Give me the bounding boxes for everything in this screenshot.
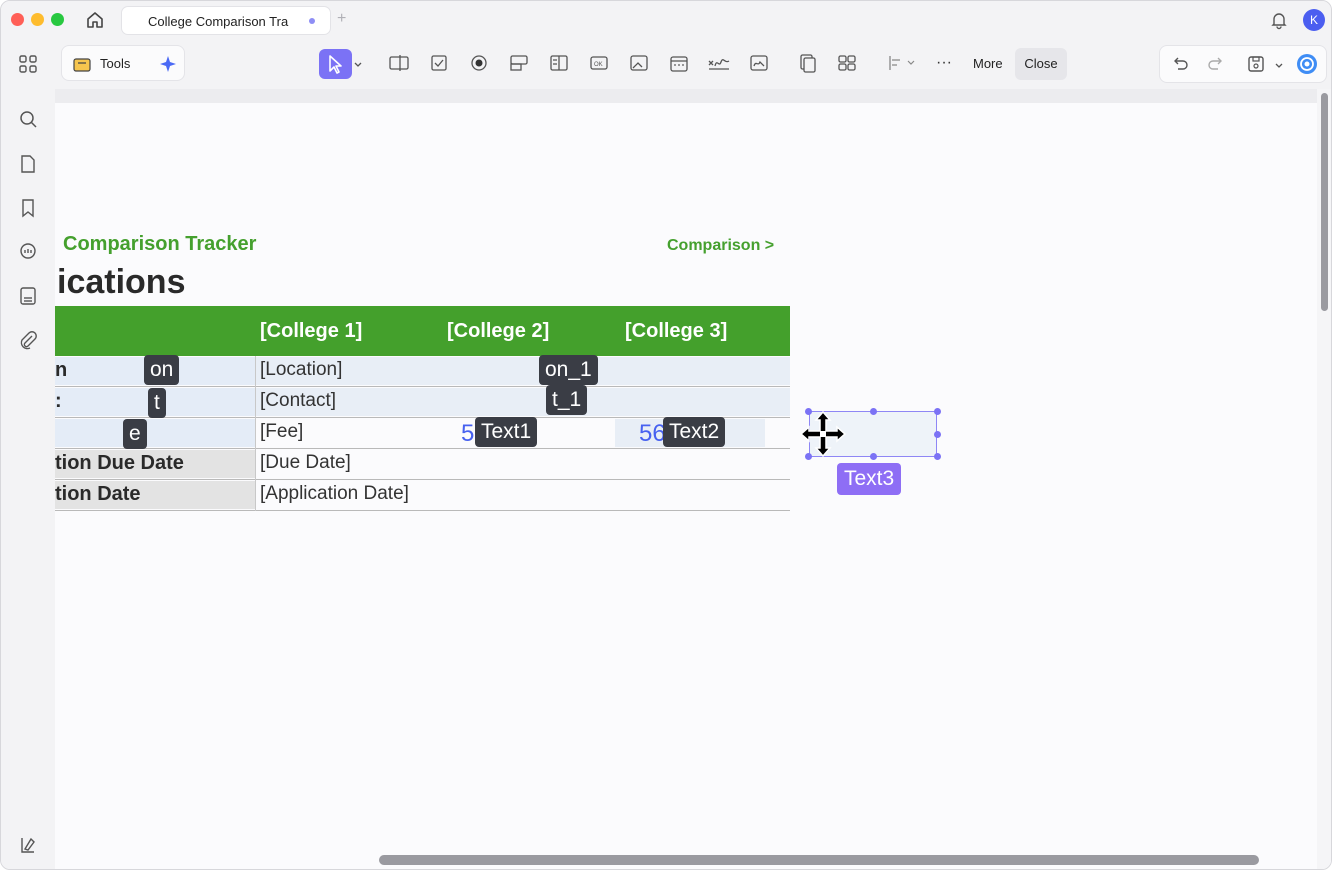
duplicate-pages-icon[interactable] <box>795 51 819 75</box>
maximize-window-button[interactable] <box>51 13 64 26</box>
signature-field-icon[interactable] <box>707 51 731 75</box>
horizontal-scroll-thumb[interactable] <box>379 855 1259 865</box>
comment-icon[interactable] <box>17 241 39 263</box>
select-dropdown-icon[interactable] <box>351 53 365 77</box>
vertical-scrollbar[interactable] <box>1317 89 1331 869</box>
form-field[interactable] <box>255 357 790 385</box>
thumbnails-icon[interactable] <box>17 53 39 75</box>
resize-handle[interactable] <box>934 431 941 438</box>
image-field-icon[interactable] <box>627 51 651 75</box>
header-college-1: [College 1] <box>260 320 363 342</box>
notification-bell-icon[interactable] <box>1269 10 1289 30</box>
cell-value: [Location] <box>260 359 343 380</box>
table-row: tion Due Date [Due Date] <box>55 449 790 480</box>
more-button[interactable]: More <box>973 56 1003 71</box>
page-icon[interactable] <box>17 153 39 175</box>
save-icon[interactable] <box>1246 54 1266 79</box>
document-title: Comparison Tracker <box>63 233 257 255</box>
document-canvas[interactable]: Comparison Tracker Comparison > ications… <box>55 89 1331 869</box>
cell-value: [Application Date] <box>260 483 409 504</box>
minimize-window-button[interactable] <box>31 13 44 26</box>
row-label: : <box>55 390 62 412</box>
unsaved-dot-icon <box>309 18 315 24</box>
form-field[interactable] <box>55 419 255 447</box>
table-row: tion Date [Application Date] <box>55 480 790 511</box>
redo-icon[interactable] <box>1206 54 1226 79</box>
text-field-icon[interactable] <box>387 51 411 75</box>
radio-button-icon[interactable] <box>467 51 491 75</box>
column-divider <box>255 356 256 511</box>
left-sidebar <box>1 39 55 869</box>
field-tag-e[interactable]: e <box>123 419 147 449</box>
row-label: tion Date <box>55 483 141 505</box>
table-row: n [Location] <box>55 356 790 387</box>
tools-button[interactable]: Tools <box>61 45 185 81</box>
page-top-edge <box>55 89 1317 103</box>
table-header-row: [College 1] [College 2] [College 3] <box>55 306 790 356</box>
attachment-icon[interactable] <box>17 329 39 351</box>
tools-label: Tools <box>100 56 131 71</box>
resize-handle[interactable] <box>870 408 877 415</box>
tools-icon <box>72 54 92 79</box>
button-field-icon[interactable]: OK <box>587 51 611 75</box>
home-icon[interactable] <box>83 9 107 31</box>
save-dropdown-icon[interactable] <box>1274 58 1284 76</box>
resize-handle[interactable] <box>870 453 877 460</box>
bookmark-icon[interactable] <box>17 197 39 219</box>
date-field-icon[interactable] <box>667 51 691 75</box>
row-label: n <box>55 359 68 381</box>
form-toolbar: Tools OK <box>55 39 1331 89</box>
digital-signature-icon[interactable] <box>747 51 771 75</box>
resize-handle[interactable] <box>934 408 941 415</box>
move-cursor-icon <box>799 410 847 462</box>
field-tag-text1[interactable]: Text1 <box>475 417 538 447</box>
row-label: tion Due Date <box>55 452 184 474</box>
field-tag-on[interactable]: on <box>144 355 180 385</box>
resize-handle[interactable] <box>934 453 941 460</box>
cell-value: [Fee] <box>260 421 304 442</box>
select-tool-button[interactable] <box>319 49 352 79</box>
search-icon[interactable] <box>17 108 39 130</box>
title-bar: College Comparison Tra + K <box>1 1 1331 39</box>
ai-sparkle-icon[interactable] <box>158 54 178 79</box>
comparison-link[interactable]: Comparison > <box>667 237 775 254</box>
checkbox-icon[interactable] <box>427 51 451 75</box>
svg-text:OK: OK <box>594 62 603 68</box>
label-cell-bg <box>55 481 255 509</box>
cell-value: [Due Date] <box>260 452 351 473</box>
vertical-scroll-thumb[interactable] <box>1321 93 1328 311</box>
header-college-2: [College 2] <box>447 320 550 342</box>
cell-value: [Contact] <box>260 390 337 411</box>
fee-value-college-3: 56 <box>639 420 666 447</box>
field-tag-t-1[interactable]: t_1 <box>546 385 588 415</box>
field-tag-on-1[interactable]: on_1 <box>539 355 598 385</box>
more-dots-icon[interactable]: ··· <box>936 54 952 71</box>
field-tag-text3[interactable]: Text3 <box>837 463 902 495</box>
list-box-icon[interactable] <box>547 51 571 75</box>
section-heading: ications <box>57 263 186 301</box>
row-label <box>55 418 255 448</box>
document-tab[interactable]: College Comparison Tra <box>121 6 331 35</box>
document-actions-group <box>1159 45 1327 83</box>
align-icon[interactable] <box>885 51 919 75</box>
form-field[interactable] <box>255 388 790 416</box>
close-window-button[interactable] <box>11 13 24 26</box>
new-tab-button[interactable]: + <box>337 10 347 27</box>
label-cell-bg <box>55 450 255 478</box>
user-avatar[interactable]: K <box>1303 9 1325 31</box>
field-tag-t[interactable]: t <box>148 388 166 418</box>
resize-handle[interactable] <box>805 408 812 415</box>
undo-icon[interactable] <box>1170 54 1190 79</box>
form-fields-icon[interactable] <box>17 285 39 307</box>
resize-handle[interactable] <box>805 453 812 460</box>
field-tag-text2[interactable]: Text2 <box>663 417 726 447</box>
header-college-3: [College 3] <box>625 320 728 342</box>
ai-assistant-icon[interactable] <box>1296 53 1318 80</box>
close-form-edit-button[interactable]: Close <box>1015 48 1067 80</box>
grid-layout-icon[interactable] <box>835 51 859 75</box>
sidebar-toggle-icon[interactable] <box>17 834 39 856</box>
tab-title: College Comparison Tra <box>148 14 289 29</box>
combo-box-icon[interactable] <box>507 51 531 75</box>
